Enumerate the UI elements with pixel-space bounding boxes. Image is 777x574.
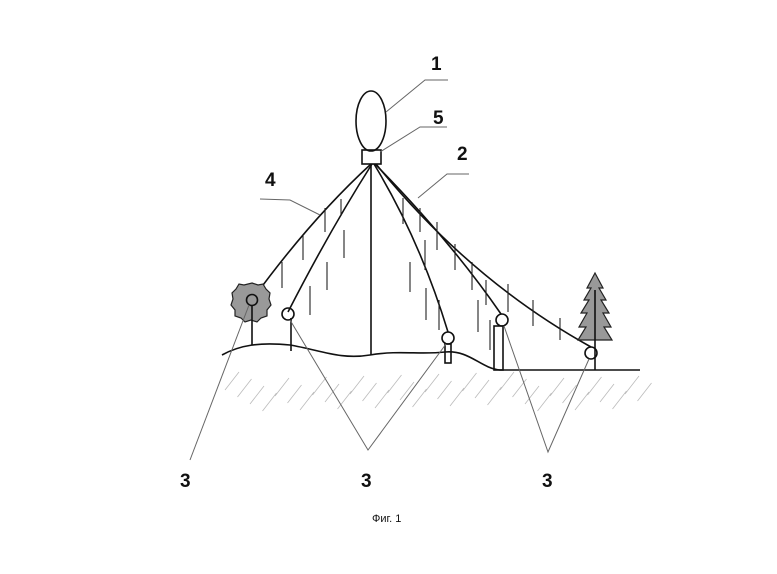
hatch-stroke	[587, 376, 602, 396]
pole	[444, 343, 452, 364]
hatch-stroke	[599, 383, 615, 403]
label-4: 4	[265, 170, 276, 191]
hatch-stroke	[424, 373, 440, 393]
ground-hatching	[224, 371, 652, 412]
hatch-stroke	[237, 378, 252, 398]
hatch-stroke	[499, 371, 515, 391]
cable-2	[287, 163, 373, 313]
label-5: 5	[433, 108, 444, 129]
hatch-stroke	[612, 390, 627, 410]
hatch-stroke	[312, 376, 327, 396]
hatch-stroke	[349, 375, 365, 395]
label-3-middle: 3	[361, 471, 372, 492]
hatch-stroke	[462, 372, 477, 392]
hatch-stroke	[362, 382, 377, 402]
hatch-stroke	[537, 392, 552, 412]
hatch-stroke	[549, 377, 565, 397]
leader-5	[379, 126, 447, 153]
hatch-stroke	[512, 378, 527, 398]
hatch-stroke	[337, 390, 352, 410]
hatch-stroke	[524, 385, 540, 405]
hatch-stroke	[637, 382, 652, 402]
hatch-stroke	[387, 374, 402, 394]
hatch-stroke	[287, 384, 302, 404]
label-2: 2	[457, 144, 468, 165]
anchor-point-tree	[584, 346, 598, 360]
label-3-left: 3	[180, 471, 191, 492]
hatch-stroke	[624, 375, 640, 395]
hatch-stroke	[437, 380, 452, 400]
hatch-stroke	[574, 391, 590, 411]
leader-3-right	[503, 325, 590, 454]
hatch-stroke	[262, 392, 277, 412]
ground-line	[221, 343, 640, 371]
figure-caption: Фиг. 1	[372, 513, 401, 525]
hatch-stroke	[474, 379, 490, 399]
hatch-stroke	[274, 377, 290, 397]
hatch-stroke	[562, 384, 577, 404]
leader-1	[385, 79, 448, 113]
leader-2	[417, 173, 469, 199]
cable-right	[374, 163, 502, 315]
leader-4	[259, 198, 321, 216]
deciduous-tree	[230, 282, 272, 323]
anchor-point-tree	[245, 293, 259, 307]
hatch-stroke	[449, 387, 465, 407]
hatch-stroke	[374, 389, 390, 409]
hatch-stroke	[487, 386, 502, 406]
hatch-stroke	[412, 388, 427, 408]
hatch-stroke	[324, 383, 340, 403]
balloon	[355, 90, 387, 152]
cable-right-2	[375, 163, 592, 348]
anchor-point	[495, 313, 509, 327]
hanging-electrodes	[281, 198, 561, 350]
cable-mid-right	[373, 163, 449, 333]
label-1: 1	[431, 54, 442, 75]
label-3-right: 3	[542, 471, 553, 492]
leader-3-left	[189, 304, 250, 461]
hatch-stroke	[249, 385, 265, 405]
leader-3-middle	[289, 319, 447, 451]
hatch-stroke	[399, 381, 415, 401]
cable-left-4	[251, 163, 372, 301]
connector-unit	[361, 149, 382, 165]
hatch-stroke	[299, 391, 315, 411]
hatch-stroke	[224, 371, 240, 391]
building-post	[493, 325, 504, 371]
anchor-point	[441, 331, 455, 345]
anchor-point	[281, 307, 295, 321]
